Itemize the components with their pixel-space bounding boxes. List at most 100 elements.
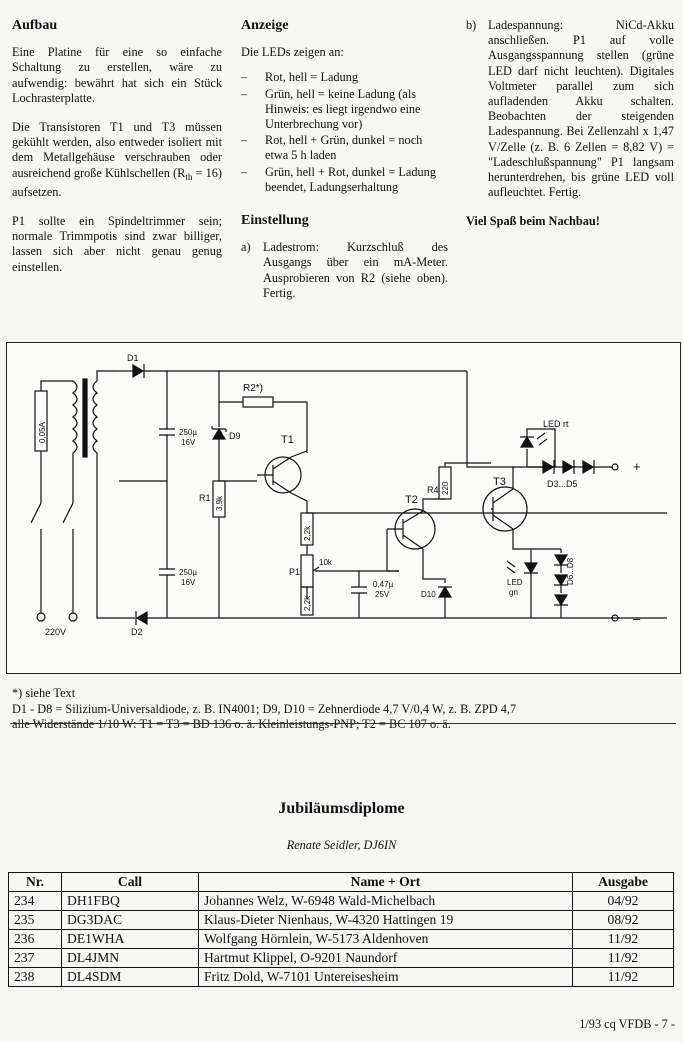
heading-aufbau: Aufbau	[12, 18, 58, 33]
diode-d5	[582, 459, 595, 475]
c3v-label: 25V	[375, 590, 390, 599]
list-item: – Rot, hell + Grün, dunkel = noch etwa 5 …	[241, 133, 448, 163]
d3d5-label: D3...D5	[547, 479, 578, 489]
led-green-wires	[524, 572, 538, 618]
text: Die Transistoren T1 und T3 müssen gekühl…	[12, 120, 222, 180]
zener-d9	[211, 427, 227, 440]
r5-value: 2,2k	[303, 595, 312, 611]
table-header-row: Nr. Call Name + Ort Ausgabe	[8, 872, 674, 892]
cell-ausgabe: 11/92	[572, 967, 674, 987]
led-list: – Rot, hell = Ladung –Grün, hell = keine …	[241, 70, 448, 195]
c2-label: 250µ	[179, 568, 197, 577]
list-item-text: Grün, hell + Rot, dunkel = Ladung beende…	[265, 164, 436, 194]
cell-call: DE1WHA	[61, 929, 199, 949]
transistor-t3	[482, 486, 528, 532]
d1-label: D1	[127, 353, 139, 363]
diplome-table: Nr. Call Name + Ort Ausgabe 234 DH1FBQ J…	[8, 872, 674, 987]
resistor-r5	[300, 586, 314, 616]
diode-d6	[553, 554, 569, 567]
note-line: alle Widerstände 1/10 W: T1 = T3 = BD 13…	[12, 717, 451, 731]
r4-value: 220	[441, 481, 450, 495]
cell-call: DH1FBQ	[61, 891, 199, 911]
r1-label: R1	[199, 493, 211, 503]
diode-d8	[553, 594, 569, 607]
t2-leads	[387, 510, 424, 550]
list-item: – Rot, hell = Ladung	[241, 70, 448, 85]
d9-label: D9	[229, 431, 241, 441]
component-notes: *) siehe Text D1 - D8 = Silizium-Univers…	[12, 686, 516, 733]
circuit-schematic: 0,05A 220V D1 D2 250µ 16V 250µ 16V D9 R1…	[6, 342, 681, 674]
mains-terminal	[68, 612, 78, 622]
wire	[444, 462, 491, 467]
subscript: th	[185, 171, 193, 182]
wire	[290, 450, 667, 514]
step-marker: b)	[466, 18, 477, 32]
cell-nr: 234	[8, 891, 62, 911]
cell-ausgabe: 11/92	[572, 929, 674, 949]
wire	[40, 380, 73, 391]
list-item-text: Rot, hell = Ladung	[265, 70, 359, 85]
heading-anzeige: Anzeige	[241, 18, 289, 33]
cell-name: Wolfgang Hörnlein, W-5173 Aldenhoven	[198, 929, 573, 949]
diode-d3	[542, 459, 555, 475]
t3-label: T3	[493, 476, 506, 488]
step-marker: a)	[241, 240, 251, 255]
dash: –	[241, 70, 248, 85]
zener-d10	[437, 585, 453, 598]
diode-bar	[554, 604, 568, 618]
list-item: –Grün, hell + Rot, dunkel = Ladung beend…	[241, 165, 448, 195]
heading-einstellung: Einstellung	[241, 213, 309, 229]
cell-ausgabe: 04/92	[572, 891, 674, 911]
cell-ausgabe: 11/92	[572, 948, 674, 968]
section-title: Jubiläumsdiplome	[278, 800, 405, 817]
wire	[466, 371, 528, 468]
diode-d7	[553, 574, 569, 587]
resistor-r2	[242, 396, 274, 408]
wire	[40, 529, 74, 613]
c1v-label: 16V	[181, 438, 196, 447]
cell-name: Hartmut Klippel, O-9201 Naundorf	[198, 948, 573, 968]
header-nr: Nr.	[8, 872, 62, 892]
potentiometer-p1	[300, 554, 314, 588]
column-anzeige: Anzeige Die LEDs zeigen an: –Rot, hell =…	[241, 18, 448, 301]
text: = 16) aufsetzen.	[12, 165, 223, 199]
dash: –	[241, 133, 248, 148]
d6d8-label: D6...D8	[566, 557, 575, 585]
minus-terminal	[611, 614, 619, 622]
t1-label: T1	[281, 434, 294, 446]
paragraph-platine: Eine Platine für eine so einfache Schalt…	[12, 45, 222, 105]
cell-name: Fritz Dold, W-7101 Untereisesheim	[198, 967, 573, 987]
wire	[218, 480, 257, 618]
wire	[386, 529, 399, 572]
header-call: Call	[61, 872, 199, 892]
table-row: 238 DL4SDM Fritz Dold, W-7101 Untereises…	[8, 967, 674, 987]
fuse-label: 0,05A	[38, 421, 47, 443]
cell-nr: 237	[8, 948, 62, 968]
transformer-secondary	[92, 380, 98, 454]
led-green-label1: LED	[507, 578, 523, 587]
step-b: b)Ladespannung: NiCd-Akku anschließen. P…	[466, 18, 674, 200]
wire	[219, 401, 308, 453]
divider	[10, 723, 676, 724]
step-text: Ladestrom: Kurzschluß des Ausgangs über …	[263, 240, 448, 300]
p1-value: 10k	[319, 558, 333, 567]
cell-ausgabe: 08/92	[572, 910, 674, 930]
diode-d1	[132, 363, 145, 379]
led-green-label2: gn	[509, 588, 518, 597]
led-rays	[536, 432, 548, 446]
led-green	[523, 562, 539, 575]
list-item: –Grün, hell = keine Ladung (als Hinweis:…	[241, 87, 448, 133]
paragraph-transistoren: Die Transistoren T1 und T3 müssen gekühl…	[12, 120, 222, 200]
led-red-label: LED rt	[543, 419, 569, 429]
table-row: 236 DE1WHA Wolfgang Hörnlein, W-5173 Ald…	[8, 929, 674, 949]
header-ausgabe: Ausgabe	[572, 872, 674, 892]
closing-text: Viel Spaß beim Nachbau!	[466, 214, 600, 229]
r4-label: R4	[427, 485, 439, 495]
led-red-wires	[520, 428, 556, 468]
p1-label: P1	[289, 567, 300, 577]
note-line: *) siehe Text	[12, 686, 76, 700]
wire	[512, 467, 531, 550]
header-name: Name + Ort	[198, 872, 573, 892]
list-item-text: Rot, hell + Grün, dunkel = noch etwa 5 h…	[265, 133, 423, 163]
r1-value: 3,9k	[215, 495, 224, 511]
